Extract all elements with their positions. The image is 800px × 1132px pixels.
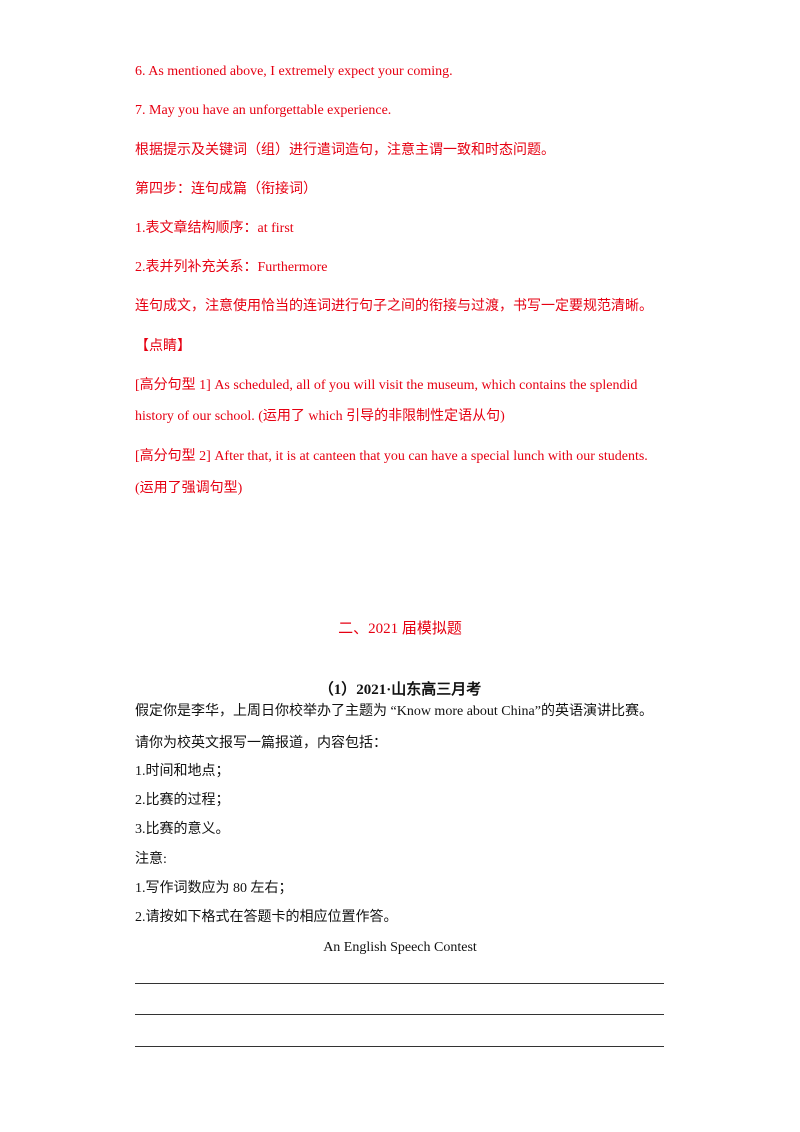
question-prompt-line-2: 请你为校英文报写一篇报道，内容包括： — [135, 736, 387, 751]
answer-line — [135, 983, 664, 984]
content-item-3: 3.比赛的意义。 — [135, 822, 230, 837]
note-item-2: 2.请按如下格式在答题卡的相应位置作答。 — [135, 910, 398, 925]
highlight-title: 【点睛】 — [135, 339, 191, 354]
step4-title: 第四步：连句成篇（衔接词） — [135, 182, 317, 197]
notes-label: 注意: — [135, 852, 167, 867]
section-title: 二、2021 届模拟题 — [338, 621, 462, 637]
highlight-sentence-1-line-2: history of our school. (运用了 which 引导的非限制… — [135, 409, 505, 424]
answer-sentence-7: 7. May you have an unforgettable experie… — [135, 103, 392, 118]
note-connecting: 连句成文，注意使用恰当的连词进行句子之间的衔接与过渡，书写一定要规范清晰。 — [135, 299, 653, 314]
answer-sentence-6: 6. As mentioned above, I extremely expec… — [135, 64, 453, 79]
connector-item-2: 2.表并列补充关系：Furthermore — [135, 260, 328, 275]
essay-title: An English Speech Contest — [323, 940, 477, 955]
highlight-sentence-1-line-1: [高分句型 1] As scheduled, all of you will v… — [135, 378, 638, 393]
question-prompt-line-1: 假定你是李华，上周日你校举办了主题为 “Know more about Chin… — [135, 704, 653, 719]
note-sentence-making: 根据提示及关键词（组）进行遣词造句，注意主谓一致和时态问题。 — [135, 143, 555, 158]
answer-line — [135, 1014, 664, 1015]
note-item-1: 1.写作词数应为 80 左右； — [135, 881, 293, 896]
connector-item-1: 1.表文章结构顺序：at first — [135, 221, 294, 236]
question-title: （1）2021·山东高三月考 — [318, 682, 482, 698]
answer-line — [135, 1046, 664, 1047]
highlight-sentence-2-line-1: [高分句型 2] After that, it is at canteen th… — [135, 449, 648, 464]
highlight-sentence-2-line-2: (运用了强调句型) — [135, 481, 243, 496]
content-item-2: 2.比赛的过程； — [135, 793, 230, 808]
content-item-1: 1.时间和地点； — [135, 764, 230, 779]
